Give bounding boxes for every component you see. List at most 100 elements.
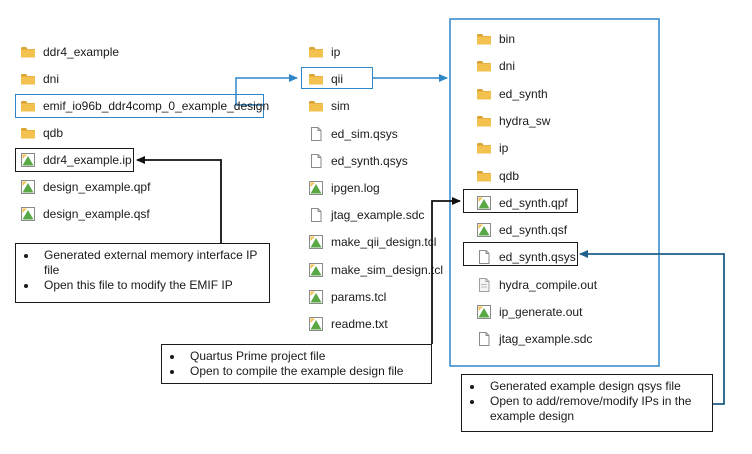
file-entry[interactable]: ipgen.log [308, 178, 380, 198]
file-entry[interactable]: ip [308, 42, 340, 62]
file-entry[interactable]: design_example.qpf [20, 177, 150, 197]
log-file-icon [476, 277, 492, 293]
callout-bullet: Generated external memory interface IP f… [38, 248, 261, 278]
quartus-file-icon [308, 262, 324, 278]
file-entry-label: jtag_example.sdc [499, 332, 593, 347]
folder-icon [308, 44, 324, 60]
file-entry[interactable]: ed_sim.qsys [308, 124, 398, 144]
file-entry-label: readme.txt [331, 317, 388, 331]
file-entry-label: qii [331, 72, 344, 87]
file-entry[interactable]: readme.txt [308, 314, 388, 334]
emif-folder-highlight [15, 94, 264, 118]
file-entry-label: ed_synth.qsys [331, 153, 408, 168]
callout-bullet: Open this file to modify the EMIF IP [38, 278, 261, 293]
folder-icon [476, 86, 492, 102]
file-entry[interactable]: jtag_example.sdc [308, 205, 424, 225]
callout-ip-file: Generated external memory interface IP f… [15, 243, 270, 303]
folder-icon [20, 98, 36, 114]
file-entry[interactable]: ed_synth.qsf [476, 220, 567, 240]
callout-bullet: Quartus Prime project file [184, 349, 423, 364]
file-entry-label: dni [43, 72, 60, 86]
file-entry-label: jtag_example.sdc [331, 208, 425, 223]
file-entry[interactable]: ip [476, 138, 508, 158]
folder-icon [308, 71, 324, 87]
file-entry[interactable]: qii [308, 69, 343, 89]
folder-icon [476, 31, 492, 47]
file-entry[interactable]: bin [476, 29, 515, 49]
file-entry[interactable]: jtag_example.sdc [476, 329, 592, 349]
file-entry-label: qdb [43, 126, 64, 140]
file-entry-label: ed_synth.qsys [499, 250, 576, 265]
quartus-file-icon [20, 206, 36, 222]
callout-project-file: Quartus Prime project file Open to compi… [161, 344, 432, 384]
file-entry[interactable]: hydra_sw [476, 111, 550, 131]
callout-bullet: Open to add/remove/modify IPs in the exa… [484, 394, 704, 424]
file-entry[interactable]: params.tcl [308, 287, 386, 307]
file-entry-label: ddr4_example [43, 45, 120, 59]
quartus-file-icon [476, 195, 492, 211]
arrow-callout-to-qsys [579, 250, 725, 405]
file-entry[interactable]: ed_synth.qpf [476, 193, 568, 213]
file-entry[interactable]: sim [308, 96, 350, 116]
file-entry[interactable]: qdb [476, 166, 519, 186]
arrow-emif-to-qii [235, 74, 298, 106]
file-entry[interactable]: make_sim_design.tcl [308, 260, 443, 280]
folder-icon [20, 125, 36, 141]
file-entry-label: params.tcl [331, 289, 387, 304]
qpf-file-highlight [463, 189, 578, 213]
document-icon [308, 126, 324, 142]
file-entry-label: qdb [499, 168, 520, 183]
ip-file-highlight [15, 148, 134, 172]
file-entry[interactable]: ip_generate.out [476, 302, 582, 322]
file-entry-label: ddr4_example.ip [43, 153, 132, 167]
file-entry-label: ed_synth.qpf [499, 195, 568, 210]
file-entry[interactable]: ddr4_example.ip [20, 150, 132, 170]
quartus-file-icon [20, 179, 36, 195]
arrow-callout-to-qpf [431, 197, 461, 344]
file-entry-label: ed_sim.qsys [331, 126, 398, 141]
quartus-file-icon [308, 180, 324, 196]
file-entry-label: ip [331, 45, 341, 59]
quartus-file-icon [308, 289, 324, 305]
file-entry-label: bin [499, 32, 516, 46]
file-entry-label: dni [499, 59, 516, 74]
quartus-file-icon [20, 152, 36, 168]
document-icon [308, 207, 324, 223]
folder-icon [476, 113, 492, 129]
file-entry-label: make_sim_design.tcl [331, 262, 444, 277]
file-entry-label: ip [499, 141, 509, 156]
file-entry[interactable]: ed_synth [476, 84, 548, 104]
file-entry[interactable]: hydra_compile.out [476, 275, 597, 295]
arrow-callout-to-ip-file [136, 156, 222, 243]
file-entry-label: ip_generate.out [499, 305, 583, 319]
file-entry-label: ipgen.log [331, 181, 380, 195]
file-entry[interactable]: emif_io96b_ddr4comp_0_example_design [20, 96, 269, 116]
folder-icon [476, 58, 492, 74]
qii-folder-highlight [301, 67, 373, 89]
folder-icon [476, 168, 492, 184]
callout-bullet: Generated example design qsys file [484, 379, 704, 394]
file-entry[interactable]: dni [476, 56, 515, 76]
file-entry-label: hydra_sw [499, 113, 551, 128]
file-entry[interactable]: ddr4_example [20, 42, 119, 62]
document-icon [476, 331, 492, 347]
file-entry[interactable]: ed_synth.qsys [308, 151, 408, 171]
quartus-file-icon [476, 304, 492, 320]
file-entry-label: design_example.qsf [43, 207, 150, 221]
document-icon [476, 249, 492, 265]
quartus-file-icon [308, 234, 324, 250]
file-entry-label: ed_synth [499, 86, 548, 101]
folder-icon [20, 71, 36, 87]
file-entry[interactable]: qdb [20, 123, 63, 143]
file-entry[interactable]: design_example.qsf [20, 204, 150, 224]
file-entry[interactable]: dni [20, 69, 59, 89]
qsys-file-highlight [463, 242, 578, 266]
qii-contents-box [449, 18, 660, 367]
file-entry-label: emif_io96b_ddr4comp_0_example_design [43, 99, 270, 113]
file-entry[interactable]: make_qii_design.tcl [308, 232, 436, 252]
file-entry-label: make_qii_design.tcl [331, 235, 437, 250]
file-entry-label: hydra_compile.out [499, 277, 598, 292]
file-entry[interactable]: ed_synth.qsys [476, 247, 576, 267]
